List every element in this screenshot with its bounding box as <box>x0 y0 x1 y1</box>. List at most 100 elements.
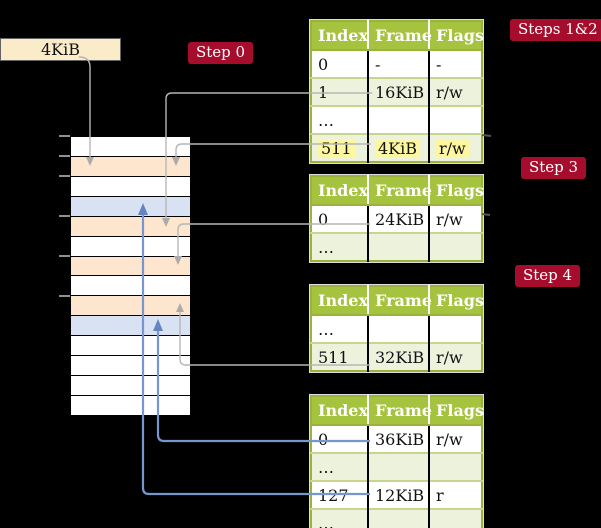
physical-memory-strip <box>70 136 191 416</box>
cell-frame <box>367 452 429 481</box>
memory-frame-row-10 <box>71 335 190 356</box>
memory-frame-row-12 <box>71 375 190 395</box>
cell-frame: - <box>367 50 429 78</box>
cell-index: … <box>311 105 368 134</box>
cell-index: 0 <box>311 425 368 453</box>
column-header-frame: Frame <box>367 396 432 426</box>
table-entry-row: 0-- <box>311 50 482 78</box>
cell-frame <box>367 315 429 343</box>
table-entry-row: … <box>311 508 482 528</box>
table-entry-row: … <box>311 232 482 261</box>
memory-frame-row-7 <box>71 275 190 296</box>
strip-tick-0 <box>59 135 70 137</box>
memory-frame-row-11 <box>71 355 190 376</box>
column-header-frame: Frame <box>367 21 432 51</box>
cell-index: 127 <box>311 480 368 509</box>
cell-flags: - <box>428 50 482 78</box>
memory-frame-row-13 <box>71 394 190 415</box>
table-entry-row: … <box>311 315 482 343</box>
strip-tick-5 <box>59 295 70 297</box>
strip-tick-2 <box>59 175 70 177</box>
memory-frame-row-9 <box>71 315 190 336</box>
cell-flags: r/w <box>428 133 482 162</box>
column-header-index: Index <box>311 21 368 51</box>
badge-steps1and2: Steps 1&2 <box>510 19 601 41</box>
cell-flags: r/w <box>428 425 482 453</box>
dash-table2-entry0 <box>481 213 491 216</box>
highlighted-value: 511 <box>318 138 355 158</box>
cell-frame: 16KiB <box>367 77 429 106</box>
cell-index: … <box>311 232 368 261</box>
memory-frame-row-6 <box>71 255 190 276</box>
badge-step3: Step 3 <box>521 157 587 179</box>
cell-flags <box>428 508 482 528</box>
column-header-flags: Flags <box>428 286 484 316</box>
cell-flags <box>428 452 482 481</box>
cell-index: … <box>311 508 368 528</box>
cell-index: … <box>311 315 368 343</box>
badge-step0: Step 0 <box>188 42 254 64</box>
dash-table1-entry511 <box>481 134 492 137</box>
cell-index: 1 <box>311 77 368 106</box>
cell-frame: 4KiB <box>367 133 429 162</box>
cell-flags <box>428 105 482 134</box>
strip-tick-4 <box>59 255 70 257</box>
cell-flags: r/w <box>428 77 482 106</box>
cell-flags <box>428 232 482 261</box>
cell-frame <box>367 105 429 134</box>
memory-frame-row-0 <box>71 137 190 156</box>
memory-frame-row-4 <box>71 215 190 236</box>
memory-frame-row-5 <box>71 235 190 256</box>
cell-frame: 36KiB <box>367 425 429 453</box>
memory-frame-row-8 <box>71 295 190 316</box>
strip-tick-3 <box>59 215 70 217</box>
memory-frame-row-1 <box>71 155 190 176</box>
cell-index: 0 <box>311 50 368 78</box>
cell-frame <box>367 232 429 261</box>
page-size-label: 4KiB <box>40 40 80 59</box>
table-entry-row: … <box>311 452 482 481</box>
cell-flags: r/w <box>428 205 482 233</box>
table-entry-row: 511 4KiB r/w <box>311 133 482 162</box>
cell-flags: r <box>428 480 482 509</box>
column-header-index: Index <box>311 286 368 316</box>
column-header-flags: Flags <box>428 176 484 206</box>
memory-frame-row-3 <box>71 195 190 216</box>
column-header-frame: Frame <box>367 176 432 206</box>
table-entry-row: … <box>311 105 482 134</box>
cell-index: 511 <box>311 133 368 162</box>
badge-step4: Step 4 <box>515 265 581 287</box>
highlighted-value: r/w <box>436 138 469 158</box>
page-size-box: 4KiB <box>0 38 121 61</box>
cell-frame: 32KiB <box>367 342 429 371</box>
cell-frame <box>367 508 429 528</box>
column-header-index: Index <box>311 396 368 426</box>
cell-flags: r/w <box>428 342 482 371</box>
cell-frame: 24KiB <box>367 205 429 233</box>
cell-index: 0 <box>311 205 368 233</box>
cell-flags <box>428 315 482 343</box>
strip-tick-1 <box>59 155 70 157</box>
column-header-flags: Flags <box>428 21 484 51</box>
memory-frame-row-2 <box>71 175 190 196</box>
cell-frame: 12KiB <box>367 480 429 509</box>
cell-index: … <box>311 452 368 481</box>
column-header-index: Index <box>311 176 368 206</box>
highlighted-value: 4KiB <box>375 138 421 158</box>
column-header-flags: Flags <box>428 396 484 426</box>
cell-index: 511 <box>311 342 368 371</box>
